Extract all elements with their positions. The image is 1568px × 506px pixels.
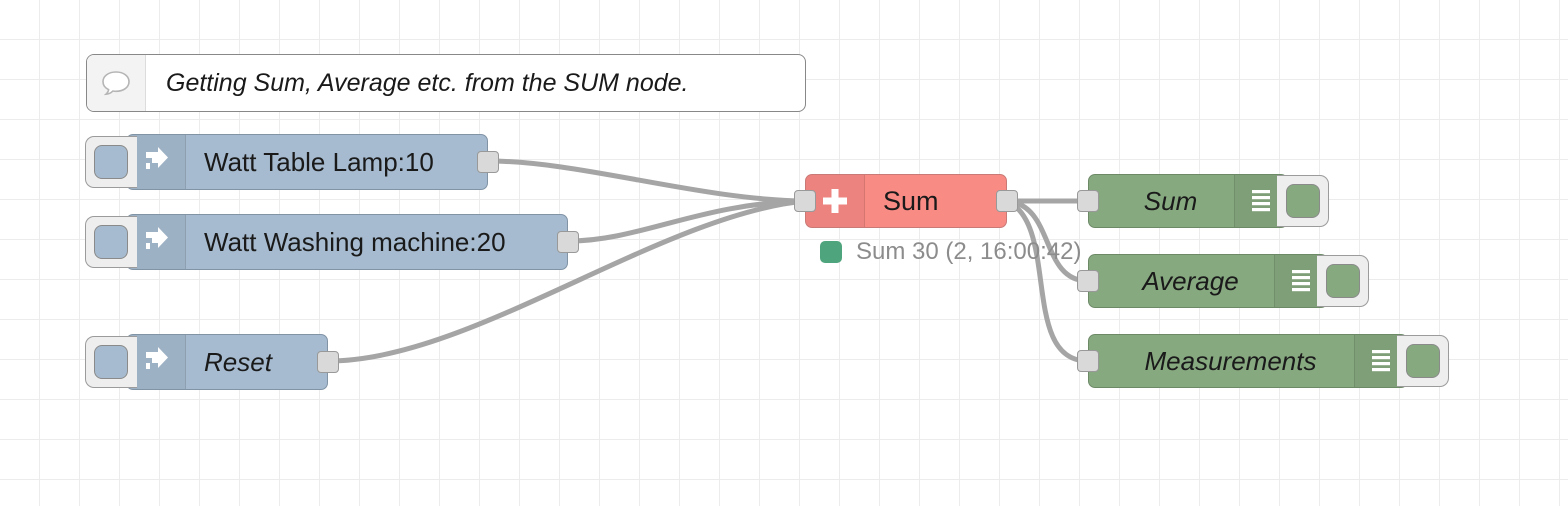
- output-port[interactable]: [477, 151, 499, 173]
- output-port[interactable]: [557, 231, 579, 253]
- debug-toggle-tab[interactable]: [1277, 175, 1329, 227]
- debug-toggle-tab[interactable]: [1317, 255, 1369, 307]
- inject-button-tab[interactable]: [85, 336, 137, 388]
- output-port[interactable]: [317, 351, 339, 373]
- status-badge: Sum 30 (2, 16:00:42): [820, 238, 1081, 266]
- debug-toggle-inner[interactable]: [1326, 264, 1360, 298]
- inject-button-inner[interactable]: [94, 225, 128, 259]
- inject-button-inner[interactable]: [94, 345, 128, 379]
- inject-button-tab[interactable]: [85, 216, 137, 268]
- debug-node-sum[interactable]: Sum: [1077, 174, 1329, 228]
- node-label: Average: [1142, 265, 1239, 296]
- inject-node-reset[interactable]: Reset: [85, 334, 339, 390]
- input-port[interactable]: [1077, 350, 1099, 372]
- debug-toggle-inner[interactable]: [1406, 344, 1440, 378]
- node-label: Reset: [204, 346, 272, 377]
- sum-function-node[interactable]: Sum: [794, 174, 1018, 228]
- inject-button-tab[interactable]: [85, 136, 137, 188]
- input-port[interactable]: [1077, 270, 1099, 292]
- comment-text: Getting Sum, Average etc. from the SUM n…: [166, 68, 689, 97]
- input-port[interactable]: [1077, 190, 1099, 212]
- status-text: Sum 30 (2, 16:00:42): [856, 238, 1082, 265]
- debug-node-average[interactable]: Average: [1077, 254, 1369, 308]
- inject-button-inner[interactable]: [94, 145, 128, 179]
- comment-bubble-icon: [87, 55, 146, 111]
- node-label: Watt Washing machine:20: [204, 226, 506, 257]
- input-port[interactable]: [794, 190, 816, 212]
- node-label: Sum: [883, 185, 939, 216]
- comment-node[interactable]: Getting Sum, Average etc. from the SUM n…: [86, 54, 806, 112]
- wire-lamp-to-sum: [486, 158, 808, 204]
- output-port[interactable]: [996, 190, 1018, 212]
- debug-toggle-inner[interactable]: [1286, 184, 1320, 218]
- inject-node-watt-table-lamp[interactable]: Watt Table Lamp:10: [85, 134, 499, 190]
- debug-toggle-tab[interactable]: [1397, 335, 1449, 387]
- debug-node-measurements[interactable]: Measurements: [1077, 334, 1449, 388]
- wire-sum-to-debug-measurements: [1004, 198, 1091, 364]
- node-label: Watt Table Lamp:10: [204, 146, 434, 177]
- green-status-dot: [820, 241, 842, 263]
- wire-washing-to-sum: [566, 198, 808, 244]
- node-label: Sum: [1143, 185, 1198, 216]
- node-label: Measurements: [1144, 345, 1317, 376]
- inject-node-watt-washing-machine[interactable]: Watt Washing machine:20: [85, 214, 579, 270]
